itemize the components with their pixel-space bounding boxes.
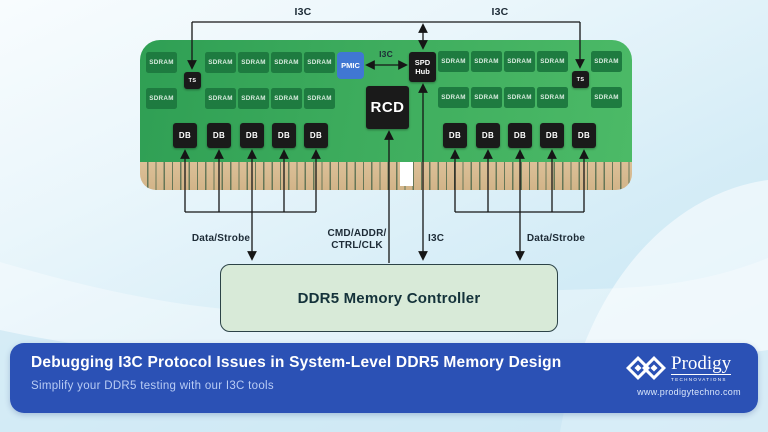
db-buffer-chip: DB	[240, 123, 264, 148]
cmd-addr-line2: CTRL/CLK	[331, 240, 383, 251]
cmd-addr-line1: CMD/ADDR/	[327, 228, 387, 239]
banner-title: Debugging I3C Protocol Issues in System-…	[31, 354, 562, 371]
title-banner: Debugging I3C Protocol Issues in System-…	[10, 343, 758, 413]
i3c-top-right-label: I3C	[491, 6, 509, 18]
db-buffer-chip: DB	[207, 123, 231, 148]
ddr5-memory-controller-box: DDR5 Memory Controller	[220, 264, 558, 332]
sdram-chip: SDRAM	[537, 51, 568, 72]
brand-block: Prodigy TECHNOVATIONS www.prodigytechno.…	[626, 354, 752, 397]
db-buffer-chip: DB	[508, 123, 532, 148]
temp-sensor-chip: TS	[572, 71, 589, 88]
db-buffer-chip: DB	[173, 123, 197, 148]
i3c-vertical-label: I3C	[428, 233, 445, 244]
db-buffer-chip: DB	[304, 123, 328, 148]
i3c-pmic-spd-label: I3C	[379, 49, 393, 59]
db-buffer-chip: DB	[443, 123, 467, 148]
spd-hub-label-line1: SPD	[414, 58, 431, 67]
sdram-chip: SDRAM	[238, 88, 269, 109]
db-buffer-chip: DB	[476, 123, 500, 148]
i3c-top-left-label: I3C	[294, 6, 312, 18]
sdram-chip: SDRAM	[205, 52, 236, 73]
sdram-chip: SDRAM	[304, 52, 335, 73]
pmic-chip: PMIC	[337, 52, 364, 79]
sdram-chip: SDRAM	[205, 88, 236, 109]
cmd-addr-ctrl-clk-label: CMD/ADDR/ CTRL/CLK	[317, 228, 397, 252]
sdram-chip: SDRAM	[238, 52, 269, 73]
db-buffer-chip: DB	[540, 123, 564, 148]
prodigy-infinity-logo-icon	[626, 355, 666, 380]
db-buffer-chip: DB	[272, 123, 296, 148]
sdram-chip: SDRAM	[471, 87, 502, 108]
brand-name: Prodigy	[671, 353, 732, 375]
sdram-chip: SDRAM	[591, 51, 622, 72]
sdram-chip: SDRAM	[504, 87, 535, 108]
connector-key-notch	[400, 162, 413, 186]
sdram-chip: SDRAM	[271, 52, 302, 73]
sdram-chip: SDRAM	[471, 51, 502, 72]
db-buffer-chip: DB	[572, 123, 596, 148]
data-strobe-right-label: Data/Strobe	[526, 233, 586, 244]
brand-tagline: TECHNOVATIONS	[671, 376, 727, 382]
sdram-chip: SDRAM	[146, 88, 177, 109]
sdram-chip: SDRAM	[271, 88, 302, 109]
sdram-chip: SDRAM	[591, 87, 622, 108]
sdram-chip: SDRAM	[146, 52, 177, 73]
temp-sensor-chip: TS	[184, 72, 201, 89]
banner-subtitle: Simplify your DDR5 testing with our I3C …	[31, 380, 274, 392]
sdram-chip: SDRAM	[537, 87, 568, 108]
brand-website-link[interactable]: www.prodigytechno.com	[637, 386, 741, 397]
spd-hub-chip: SPD Hub	[409, 52, 436, 82]
sdram-chip: SDRAM	[438, 87, 469, 108]
rcd-chip: RCD	[366, 86, 409, 129]
dimm-edge-connector	[140, 162, 632, 190]
sdram-chip: SDRAM	[504, 51, 535, 72]
sdram-chip: SDRAM	[438, 51, 469, 72]
data-strobe-left-label: Data/Strobe	[191, 233, 251, 244]
spd-hub-label-line2: Hub	[415, 67, 430, 76]
sdram-chip: SDRAM	[304, 88, 335, 109]
